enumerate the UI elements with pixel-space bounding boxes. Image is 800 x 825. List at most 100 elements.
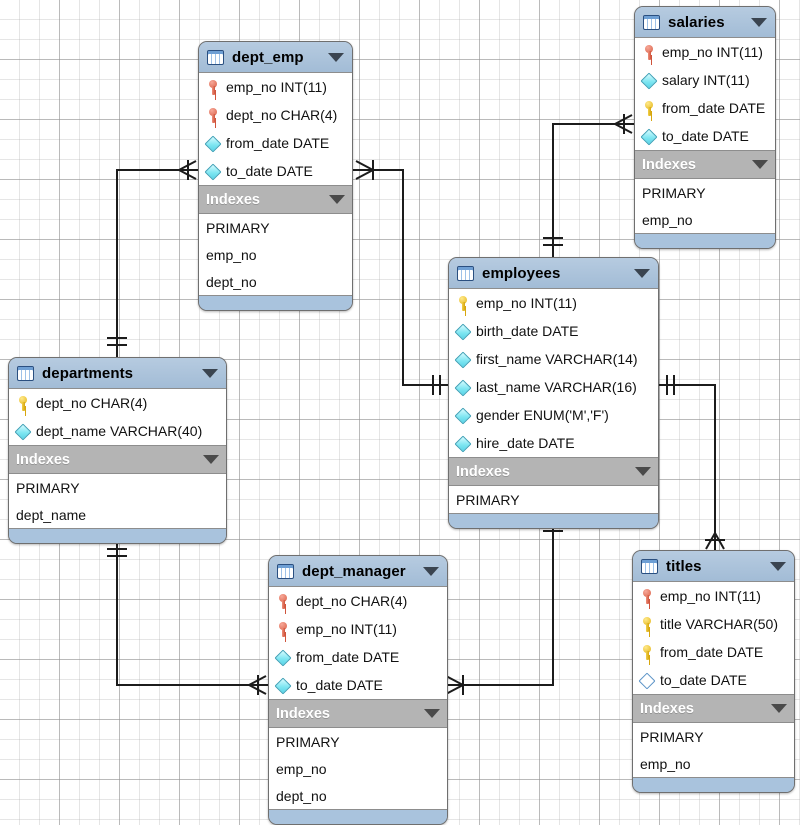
index-row[interactable]: PRIMARY (456, 491, 520, 508)
table-icon (207, 49, 224, 65)
indexes-header[interactable]: Indexes (635, 151, 775, 178)
column-label: emp_no INT(11) (476, 295, 577, 311)
er-table-dept_manager[interactable]: dept_manager dept_no CHAR(4) emp_no INT(1… (268, 555, 448, 825)
er-table-departments[interactable]: departments dept_no CHAR(4)dept_name VAR… (8, 357, 227, 544)
chevron-down-icon[interactable] (635, 467, 651, 476)
column-row[interactable]: dept_no CHAR(4) (199, 101, 352, 129)
index-row[interactable]: PRIMARY (206, 219, 270, 236)
table-header[interactable]: departments (9, 358, 226, 388)
chevron-down-icon[interactable] (329, 195, 345, 204)
chevron-down-icon[interactable] (770, 561, 786, 571)
relationship-employees-dept_manager[interactable] (445, 519, 571, 695)
table-header[interactable]: titles (633, 551, 794, 581)
index-row[interactable]: dept_no (206, 273, 257, 290)
chevron-down-icon[interactable] (634, 268, 650, 278)
indexes-header[interactable]: Indexes (9, 446, 226, 473)
table-columns: emp_no INT(11)salary INT(11)from_date DA… (635, 37, 775, 151)
index-row[interactable]: emp_no (276, 760, 327, 777)
column-row[interactable]: emp_no INT(11) (449, 289, 658, 317)
column-row[interactable]: emp_no INT(11) (635, 38, 775, 66)
er-table-titles[interactable]: titles emp_no INT(11) title VARCHAR(50)fr… (632, 550, 795, 793)
foreign-key-icon (640, 588, 654, 605)
chevron-down-icon[interactable] (203, 455, 219, 464)
column-row[interactable]: last_name VARCHAR(16) (449, 373, 658, 401)
chevron-down-icon[interactable] (202, 368, 218, 378)
column-row[interactable]: from_date DATE (269, 643, 447, 671)
table-header[interactable]: dept_manager (269, 556, 447, 586)
indexes-header[interactable]: Indexes (449, 458, 658, 485)
table-columns: dept_no CHAR(4) emp_no INT(11) from_date D… (269, 586, 447, 700)
column-row[interactable]: dept_name VARCHAR(40) (9, 417, 226, 445)
table-name: dept_emp (232, 48, 304, 66)
table-header[interactable]: employees (449, 258, 658, 288)
column-label: emp_no INT(11) (660, 588, 761, 604)
er-table-dept_emp[interactable]: dept_emp emp_no INT(11) dept_no CHAR(4) fr… (198, 41, 353, 311)
chevron-down-icon[interactable] (751, 17, 767, 27)
column-row[interactable]: first_name VARCHAR(14) (449, 345, 658, 373)
column-label: emp_no INT(11) (226, 79, 327, 95)
index-row[interactable]: emp_no (640, 755, 691, 772)
chevron-down-icon[interactable] (752, 160, 768, 169)
chevron-down-icon[interactable] (328, 52, 344, 62)
relationship-departments-dept_emp[interactable] (107, 160, 198, 357)
column-row[interactable]: emp_no INT(11) (269, 615, 447, 643)
column-icon (456, 379, 470, 396)
column-row[interactable]: gender ENUM('M','F') (449, 401, 658, 429)
relationship-dept_emp-employees[interactable] (353, 160, 448, 395)
column-row[interactable]: hire_date DATE (449, 429, 658, 457)
column-row[interactable]: from_date DATE (199, 129, 352, 157)
table-indexes: PRIMARY emp_no dept_no (269, 727, 447, 810)
chevron-down-icon[interactable] (423, 566, 439, 576)
column-label: dept_no CHAR(4) (226, 107, 338, 123)
column-row[interactable]: to_date DATE (633, 666, 794, 694)
column-icon (16, 423, 30, 440)
table-header[interactable]: dept_emp (199, 42, 352, 72)
chevron-down-icon[interactable] (424, 709, 440, 718)
er-table-salaries[interactable]: salaries emp_no INT(11)salary INT(11)fro… (634, 6, 776, 249)
table-indexes: PRIMARY emp_no (633, 722, 794, 778)
column-label: gender ENUM('M','F') (476, 407, 609, 423)
column-icon (456, 351, 470, 368)
column-row[interactable]: to_date DATE (269, 671, 447, 699)
column-row[interactable]: emp_no INT(11) (633, 582, 794, 610)
column-row[interactable]: salary INT(11) (635, 66, 775, 94)
column-row[interactable]: from_date DATE (635, 94, 775, 122)
column-row[interactable]: from_date DATE (633, 638, 794, 666)
column-row[interactable]: dept_no CHAR(4) (269, 587, 447, 615)
index-row[interactable]: PRIMARY (640, 728, 704, 745)
indexes-header[interactable]: Indexes (633, 695, 794, 722)
index-row[interactable]: dept_name (16, 506, 87, 523)
chevron-down-icon[interactable] (771, 704, 787, 713)
column-row[interactable]: to_date DATE (635, 122, 775, 150)
table-header[interactable]: salaries (635, 7, 775, 37)
column-row[interactable]: title VARCHAR(50) (633, 610, 794, 638)
column-icon (642, 72, 656, 89)
table-indexes: PRIMARY emp_no (635, 178, 775, 234)
relationship-employees-titles[interactable] (659, 375, 725, 550)
foreign-key-icon (206, 79, 220, 96)
column-label: from_date DATE (296, 649, 400, 665)
column-label: dept_no CHAR(4) (296, 593, 408, 609)
column-row[interactable]: to_date DATE (199, 157, 352, 185)
relationship-departments-dept_manager[interactable] (107, 537, 268, 695)
index-row[interactable]: emp_no (206, 246, 257, 263)
column-row[interactable]: dept_no CHAR(4) (9, 389, 226, 417)
column-row[interactable]: birth_date DATE (449, 317, 658, 345)
indexes-header[interactable]: Indexes (269, 700, 447, 727)
index-row[interactable]: emp_no (642, 211, 693, 228)
index-row[interactable]: PRIMARY (16, 479, 80, 496)
indexes-header[interactable]: Indexes (199, 186, 352, 213)
foreign-key-icon (276, 593, 290, 610)
column-row[interactable]: emp_no INT(11) (199, 73, 352, 101)
column-icon (456, 435, 470, 452)
index-row[interactable]: PRIMARY (642, 184, 706, 201)
index-row[interactable]: dept_no (276, 787, 327, 804)
relationship-employees-salaries[interactable] (543, 114, 634, 257)
primary-key-icon (640, 616, 654, 633)
index-row[interactable]: PRIMARY (276, 733, 340, 750)
table-columns: emp_no INT(11) title VARCHAR(50)from_date… (633, 581, 794, 695)
table-icon (641, 558, 658, 574)
indexes-label: Indexes (276, 705, 330, 722)
